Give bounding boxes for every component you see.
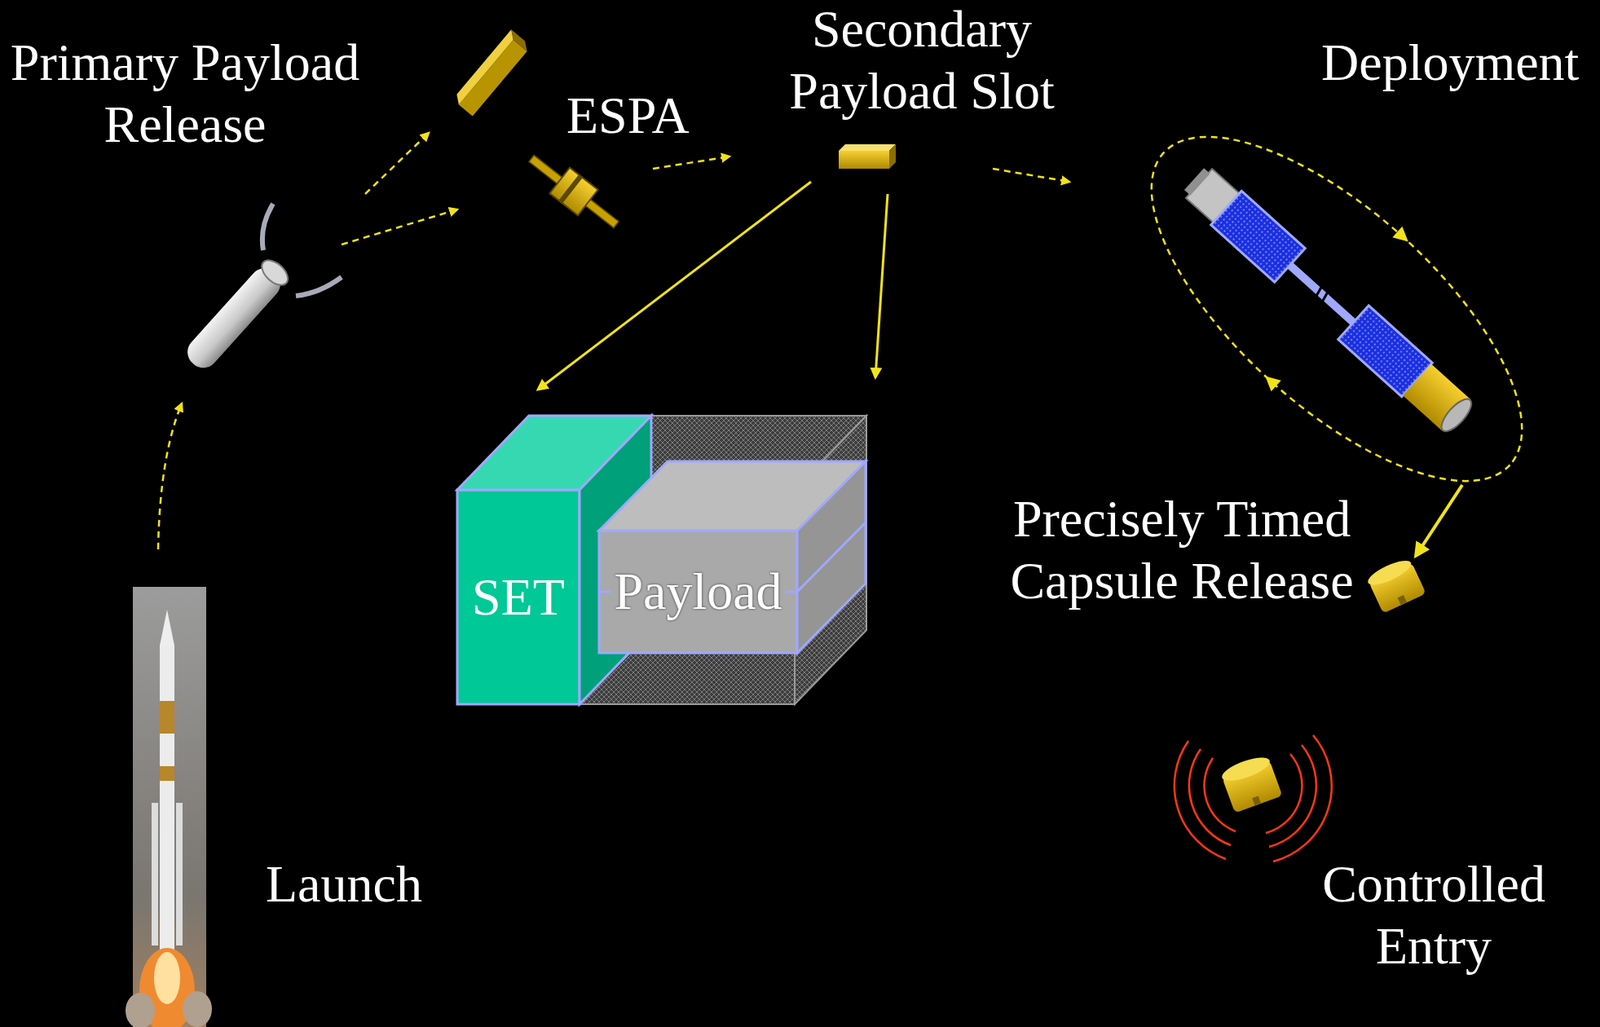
capsule [1219, 753, 1283, 814]
box-text-holder: Payload [599, 530, 798, 653]
entry-capsule [1174, 735, 1332, 862]
deployment-orbit [1093, 74, 1581, 543]
box-text-holder: SET [457, 489, 580, 705]
tether-break [1313, 284, 1332, 304]
smoke [182, 991, 212, 1027]
dashed-arrow [341, 209, 458, 245]
flame-core [154, 952, 181, 1005]
annotation-label: Precisely Timed Capsule Release [998, 488, 1366, 613]
smoke [125, 992, 155, 1027]
fairing-half [295, 277, 342, 296]
box-outline [599, 461, 866, 653]
capsule-end [1436, 394, 1477, 437]
capsule-notch [1397, 595, 1407, 605]
solid-arrow [875, 193, 888, 378]
annotation-label: Primary Payload Release [1, 31, 369, 156]
slot-icon [838, 144, 896, 169]
payload-side [458, 39, 528, 117]
box-label: Payload [610, 564, 785, 619]
stage-end [257, 255, 293, 291]
primary-payload [452, 29, 532, 116]
orbit-ellipse [1097, 79, 1576, 538]
trajectory-arrow [158, 403, 182, 550]
heat-arcs [1265, 735, 1332, 862]
annotation-label: Deployment [1321, 31, 1579, 94]
annotation-label: Controlled Entry [1311, 853, 1556, 978]
rocket-body [159, 645, 175, 956]
solar-arm [528, 154, 619, 228]
capsule-notch [1251, 795, 1261, 806]
espa-satellite [521, 145, 627, 239]
fairing-half [262, 203, 274, 251]
body-detail [558, 174, 582, 203]
orbit-arrowhead [1260, 370, 1281, 392]
photo-ground [132, 586, 207, 1027]
capsule [1365, 555, 1427, 614]
dashed-arrow [365, 132, 429, 194]
rocket-photo [125, 586, 212, 1027]
slot-front [838, 150, 890, 169]
annotation-label: Launch [265, 853, 423, 916]
payload-top [452, 29, 518, 105]
annotation-label: ESPA [566, 84, 690, 147]
booster [151, 802, 159, 946]
capsule-top [1365, 555, 1415, 590]
solid-arrow [537, 181, 812, 390]
tethered-spacecraft [1178, 162, 1478, 438]
booster [176, 802, 183, 946]
tether [1287, 262, 1357, 327]
dashed-arrow [992, 168, 1070, 182]
cage-side [794, 415, 867, 705]
dashed-arrow [652, 156, 730, 169]
end-face [1184, 167, 1211, 195]
box-3d: Payload [599, 461, 866, 653]
slot-side [889, 144, 896, 169]
box-front [599, 530, 798, 653]
heat-arcs [1174, 740, 1236, 860]
mesh-cage [457, 415, 867, 705]
orbit-arrowhead [1392, 226, 1413, 247]
release-arrow [1415, 484, 1463, 556]
rocket-band [159, 700, 175, 734]
cage-back-edge [457, 415, 867, 705]
rocket-band [159, 766, 175, 781]
upper-stage [181, 255, 293, 375]
slot-top [838, 144, 896, 151]
nose-cone [159, 609, 175, 646]
box-label: SET [468, 569, 569, 625]
annotation-label: Secondary Payload Slot [783, 0, 1061, 123]
capsule-top [1219, 753, 1273, 786]
satellite-body [549, 167, 598, 216]
payload-end [506, 29, 532, 52]
box-front [457, 489, 580, 705]
